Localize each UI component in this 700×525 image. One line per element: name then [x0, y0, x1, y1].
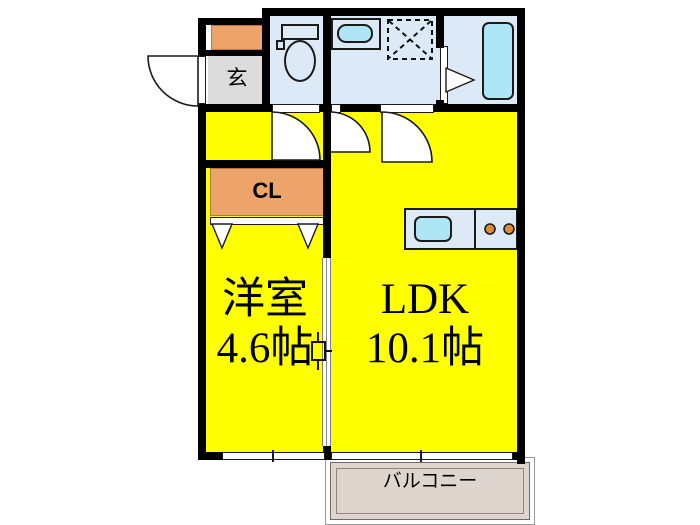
toilet-tank	[281, 24, 319, 40]
ldk-floor	[330, 108, 520, 460]
wall-top-wet	[262, 8, 525, 16]
entrance-door-swing[interactable]	[147, 55, 199, 107]
balcony-label: バルコニー	[382, 471, 478, 492]
wall-hall-bedroom	[198, 160, 330, 168]
window-ldk-balcony-door[interactable]	[331, 452, 513, 460]
ldk-label-line1: LDK	[380, 276, 470, 323]
bath-folding-door[interactable]	[445, 66, 476, 94]
closet-label: CL	[252, 178, 282, 203]
shoe-cabinet	[211, 25, 267, 50]
balcony-inner-line	[336, 468, 524, 514]
kitchen-stove-burners	[484, 223, 515, 235]
washing-machine-space	[387, 19, 433, 60]
kitchen-sink-fixture	[414, 216, 452, 242]
genkan-label: 玄	[226, 67, 248, 90]
toilet-door-jamb	[272, 104, 320, 113]
wall-hall-nub	[323, 108, 331, 166]
bathtub-fixture	[482, 22, 514, 100]
wall-entrance-toilet	[262, 8, 270, 112]
closet-folding-door-marks	[210, 223, 320, 250]
ldk-label-line2: 10.1帖	[365, 325, 485, 372]
toilet-lever	[276, 40, 285, 50]
wall-toilet-washroom	[323, 8, 331, 112]
sliding-partition-handle[interactable]	[310, 332, 334, 372]
toilet-bowl	[284, 40, 316, 82]
hall-ldk-door-swing[interactable]	[329, 111, 372, 154]
window-bedroom-mullion	[272, 450, 274, 462]
window-ldk-mullion	[420, 450, 422, 462]
bedroom-label-line1: 洋室	[222, 276, 308, 323]
washroom-door-swing[interactable]	[381, 111, 434, 164]
washroom-door-jamb	[380, 104, 434, 113]
bedroom-label-line2: 4.6帖	[216, 325, 314, 372]
kitchen-counter-divider	[474, 208, 476, 250]
wall-bedroom-ldk-upper	[323, 108, 331, 260]
wall-right-outer	[517, 8, 525, 464]
wall-shoe-cabinet-base	[205, 50, 266, 56]
wall-top-entrance	[205, 18, 266, 25]
wall-entrance-bottom	[198, 104, 270, 112]
genkan-floor	[208, 55, 266, 108]
closet-block	[210, 168, 324, 216]
toilet-door-swing[interactable]	[271, 111, 322, 162]
wall-bedroom-ldk-lower	[323, 443, 331, 460]
wall-washroom-bath	[436, 8, 444, 48]
balcony-floor	[330, 462, 530, 520]
washbasin-fixture	[337, 24, 373, 43]
wall-left-outer	[198, 104, 206, 460]
